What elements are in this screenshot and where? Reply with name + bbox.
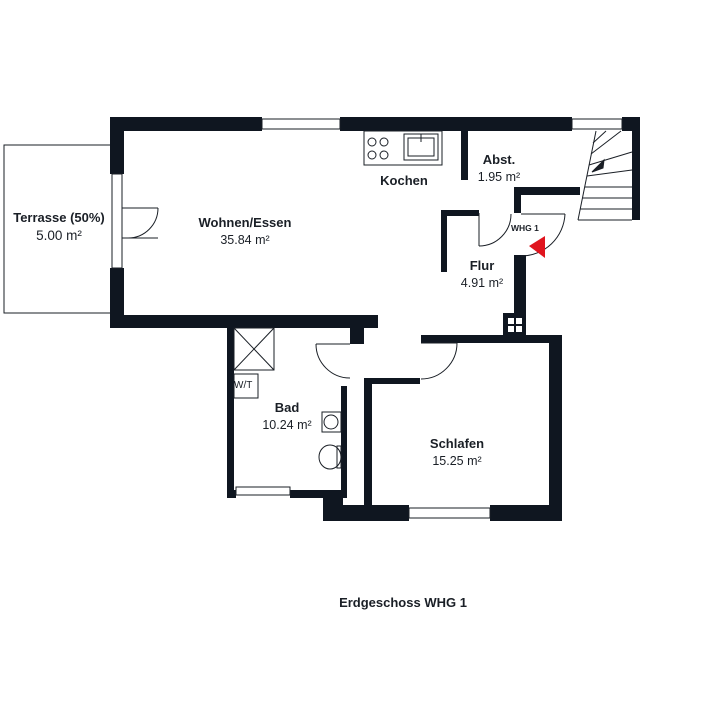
kitchen-counter	[363, 130, 443, 166]
room-label-abst: Abst. 1.95 m²	[470, 152, 528, 184]
room-label-flur: Flur 4.91 m²	[450, 258, 514, 290]
room-area: 35.84 m²	[220, 233, 270, 247]
entrance-label: WHG 1	[511, 223, 539, 233]
walls	[110, 117, 640, 521]
room-name: Abst.	[482, 152, 516, 167]
room-name: Kochen	[380, 173, 428, 188]
room-label-bad: Bad 10.24 m²	[252, 400, 322, 432]
room-area: 5.00 m²	[36, 228, 82, 243]
room-area: 1.95 m²	[477, 170, 521, 184]
windows	[111, 118, 623, 519]
room-name: Schlafen	[429, 436, 485, 451]
room-label-wohnen: Wohnen/Essen 35.84 m²	[185, 215, 305, 247]
room-area: 4.91 m²	[460, 276, 504, 290]
room-name: Flur	[469, 258, 495, 273]
washbasin-toilet-label: W/T	[234, 380, 253, 391]
room-name: Bad	[274, 400, 300, 415]
entrance-marker	[529, 236, 545, 258]
room-area: 15.25 m²	[432, 454, 482, 468]
room-label-terrasse: Terrasse (50%) 5.00 m²	[4, 210, 114, 243]
bathroom-fixtures	[233, 327, 342, 470]
staircase	[577, 130, 633, 221]
room-area: 10.24 m²	[262, 418, 312, 432]
room-name: Terrasse (50%)	[13, 210, 105, 225]
room-label-kochen: Kochen	[370, 173, 438, 188]
terrace	[3, 144, 110, 314]
room-name: Wohnen/Essen	[198, 215, 292, 230]
doors	[122, 207, 566, 380]
plan-caption: Erdgeschoss WHG 1	[339, 595, 467, 610]
room-label-schlafen: Schlafen 15.25 m²	[412, 436, 502, 468]
